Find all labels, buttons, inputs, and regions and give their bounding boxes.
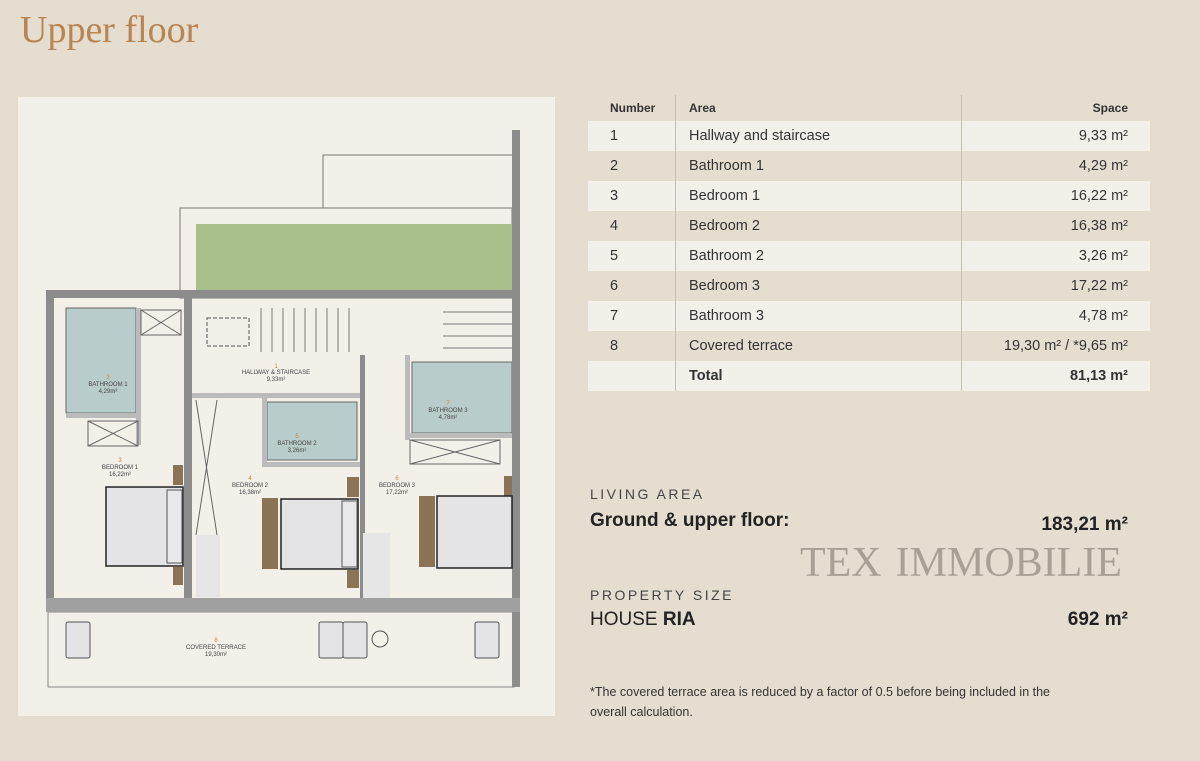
page-title: Upper floor	[20, 9, 199, 51]
room-number: 8	[214, 638, 218, 644]
cell-space: 16,22 m²	[961, 181, 1150, 211]
terrace-furniture	[65, 621, 500, 659]
room-area: 16,38m²	[239, 490, 261, 496]
room-name: BATHROOM 2	[277, 441, 317, 447]
room-name: BATHROOM 3	[428, 408, 468, 414]
room-name: BEDROOM 3	[379, 483, 416, 489]
room-name: BEDROOM 1	[102, 465, 139, 471]
cell-area: Bedroom 1	[675, 181, 962, 211]
living-area-title: Ground & upper floor:	[590, 510, 790, 531]
room-number: 4	[248, 476, 252, 482]
cell-space: 4,78 m²	[961, 301, 1150, 331]
desk	[363, 533, 390, 598]
property-size-label: PROPERTY SIZE	[590, 587, 735, 603]
property-name: HOUSE RIA	[590, 609, 696, 631]
cell-number: 3	[588, 181, 676, 211]
bathroom-2-area	[266, 401, 358, 461]
terrace-outline	[47, 611, 515, 688]
walls	[46, 130, 520, 687]
cell-area: Bathroom 1	[675, 151, 962, 181]
room-area: 17,22m²	[386, 490, 408, 496]
room-number: 2	[106, 375, 110, 381]
cell-space: 4,29 m²	[1078, 158, 1128, 174]
cell-empty	[588, 361, 676, 391]
cell-number: 7	[588, 301, 676, 331]
living-area-label: LIVING AREA	[590, 486, 705, 502]
plot-line	[322, 154, 512, 208]
cell-number: 4	[588, 211, 676, 241]
cell-space: 3,26 m²	[961, 241, 1150, 271]
cell-area: Hallway and staircase	[675, 121, 962, 151]
staircase	[260, 308, 512, 352]
cell-space: 16,38 m²	[1070, 218, 1128, 234]
room-name: COVERED TERRACE	[186, 645, 246, 651]
header-number: Number	[588, 95, 676, 121]
skylight	[206, 317, 250, 347]
cell-area: Bathroom 3	[675, 301, 962, 331]
cell-area: Bathroom 2	[675, 241, 962, 271]
cell-number: 8	[588, 331, 676, 361]
room-name: HALLWAY & STAIRCASE	[242, 370, 310, 376]
footnote: *The covered terrace area is reduced by …	[590, 685, 1051, 719]
cell-number: 6	[588, 271, 676, 301]
beds	[105, 465, 513, 588]
room-area: 4,78m²	[439, 415, 458, 421]
living-area-value: 183,21 m²	[1041, 514, 1128, 535]
total-label: Total	[675, 361, 962, 391]
room-area: 19,30m²	[205, 652, 227, 658]
total-space: 81,13 m²	[961, 361, 1150, 391]
table-header-row: Number Area Space	[588, 95, 1150, 121]
bathroom-3-area	[411, 361, 513, 434]
cell-area: Covered terrace	[675, 331, 962, 361]
cell-space: 19,30 m² / *9,65 m²	[1003, 338, 1128, 354]
cell-number: 2	[588, 151, 676, 181]
cell-area: Bedroom 2	[675, 211, 962, 241]
room-area: 4,29m²	[99, 389, 118, 395]
room-number: 6	[395, 476, 399, 482]
room-number: 3	[118, 458, 122, 464]
header-area: Area	[675, 95, 962, 121]
desk	[196, 535, 220, 597]
room-name: BATHROOM 1	[88, 382, 128, 388]
cell-space: 17,22 m²	[1070, 278, 1128, 294]
garden	[196, 224, 512, 290]
room-area: 3,26m²	[288, 448, 307, 454]
cell-number: 5	[588, 241, 676, 271]
room-number: 7	[446, 401, 450, 407]
property-size-value: 692 m²	[1067, 609, 1128, 630]
room-name: BEDROOM 2	[232, 483, 269, 489]
property-prefix: HOUSE	[590, 609, 663, 630]
cell-number: 1	[588, 121, 676, 151]
header-space: Space	[1092, 101, 1128, 115]
cell-area: Bedroom 3	[675, 271, 962, 301]
room-number: 1	[274, 364, 278, 370]
property-house-name: RIA	[662, 609, 696, 630]
wardrobes	[87, 309, 501, 536]
room-number: 5	[295, 434, 299, 440]
room-area: 9,33m²	[267, 377, 286, 383]
bathroom-1-area	[65, 307, 137, 414]
room-area: 16,22m²	[109, 472, 131, 478]
cell-space: 9,33 m²	[961, 121, 1150, 151]
